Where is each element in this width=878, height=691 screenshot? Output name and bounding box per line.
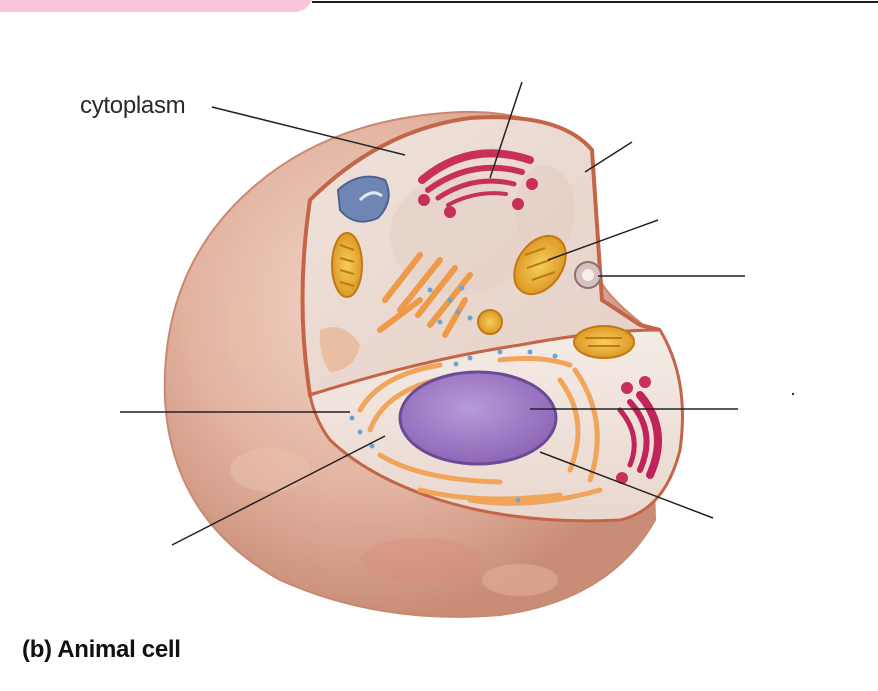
leader-ribosome xyxy=(171,435,386,546)
top-tab xyxy=(0,0,312,12)
mitochondrion xyxy=(513,234,567,296)
leader-cytoplasm xyxy=(211,106,406,156)
golgi-vesicles-lower xyxy=(616,376,651,484)
mitochondrion xyxy=(331,232,363,298)
leader-golgi xyxy=(489,81,523,179)
label-cytoplasm: cytoplasm xyxy=(80,92,186,119)
small-mitochondrion xyxy=(477,309,503,335)
mitochondrion xyxy=(573,325,635,359)
lysosome xyxy=(574,261,602,289)
stray-dot xyxy=(791,392,795,396)
nucleus xyxy=(398,370,558,466)
leader-mitochondrion xyxy=(547,219,659,261)
golgi-apparatus-lower xyxy=(617,391,662,479)
figure-caption: (b) Animal cell xyxy=(22,636,181,663)
vacuole xyxy=(336,175,390,223)
leader-lines xyxy=(120,81,745,546)
rough-er-upper xyxy=(377,252,473,338)
leader-rough-er xyxy=(539,451,714,519)
smooth-er xyxy=(319,327,360,372)
golgi-vesicles xyxy=(418,178,538,218)
rough-er-lower xyxy=(357,355,603,506)
leader-membrane xyxy=(584,141,633,173)
upper-cutaway xyxy=(300,115,661,398)
golgi-apparatus xyxy=(418,149,534,207)
ribosomes-lower xyxy=(349,349,558,503)
ribosomes-upper xyxy=(427,285,473,325)
